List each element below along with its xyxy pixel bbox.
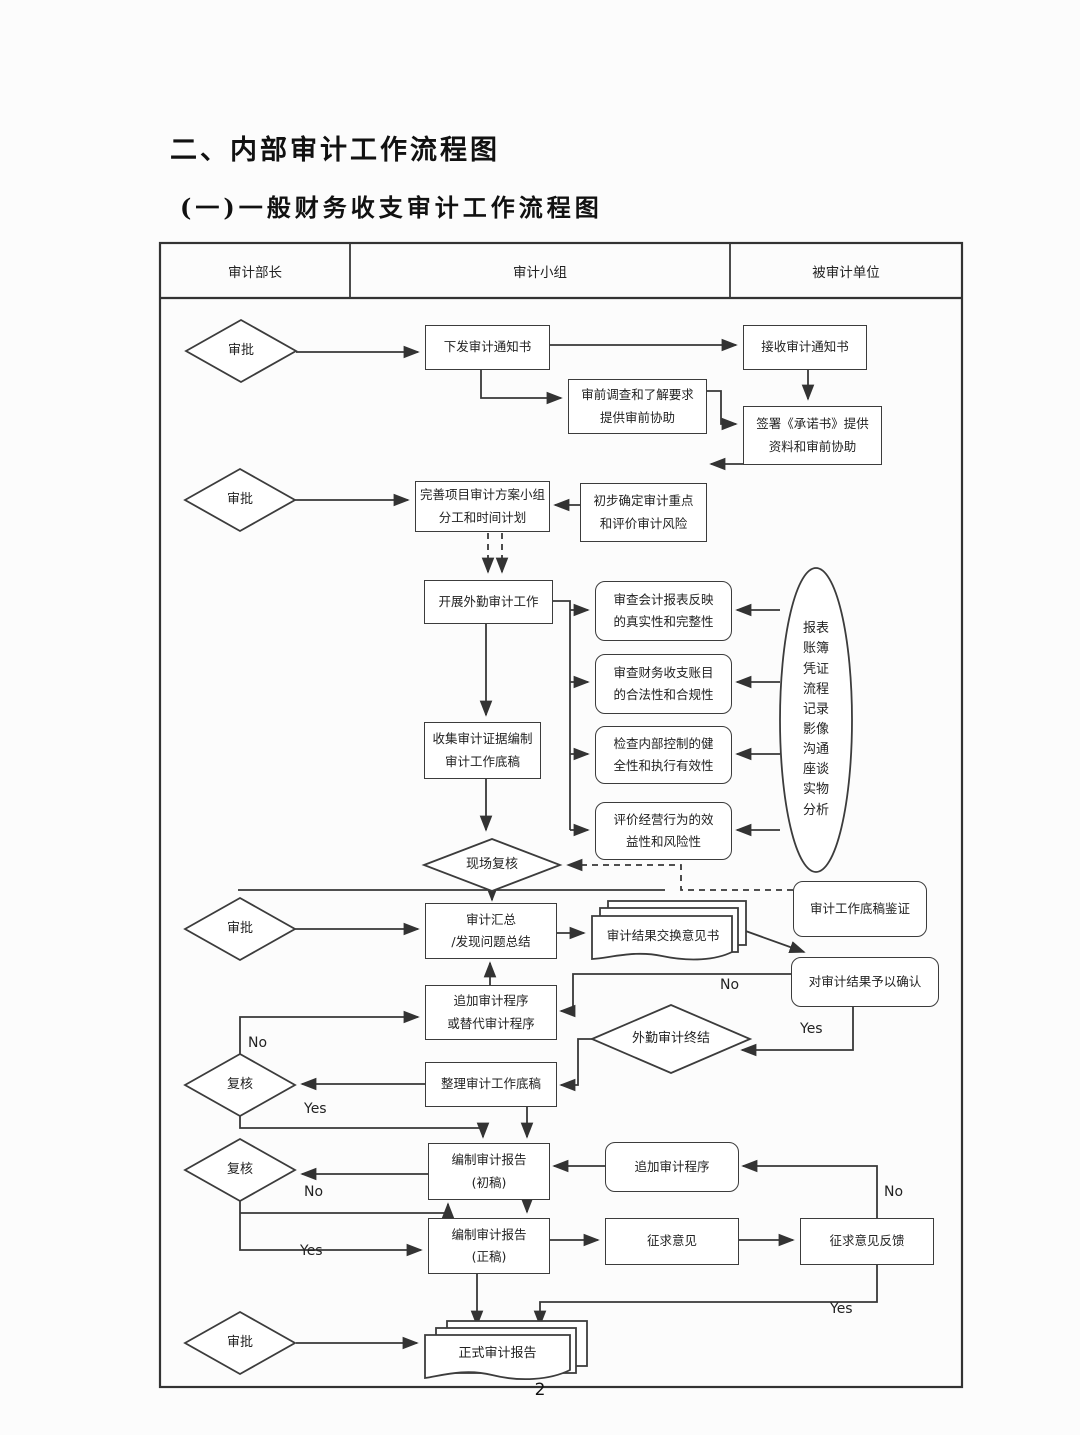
workpaper-attestation-box: 审计工作底稿鉴证 xyxy=(793,881,927,937)
edge-label-yes-confirm: Yes xyxy=(800,1021,823,1037)
onsite-review-diamond-label: 现场复核 xyxy=(465,856,518,872)
approve-diamond-3-label: 审批 xyxy=(226,920,253,936)
additional-procedures-box: 追加审计程序 或替代审计程序 xyxy=(425,985,557,1040)
confirm-results-box: 对审计结果予以确认 xyxy=(791,957,939,1007)
final-draft-report-box: 编制审计报告 (正稿) xyxy=(428,1218,550,1274)
subsection-title: (一)一般财务收支审计工作流程图 xyxy=(180,193,603,222)
edge-label-yes-review2: Yes xyxy=(300,1243,323,1259)
sign-commitment-box: 签署《承诺书》提供 资料和审前协助 xyxy=(743,406,882,465)
edge-label-yes-feedback: Yes xyxy=(830,1301,853,1317)
lane-header-audited-unit: 被审计单位 xyxy=(812,264,880,281)
approve-diamond-1 xyxy=(184,318,298,384)
collect-evidence-box: 收集审计证据编制 审计工作底稿 xyxy=(424,722,541,779)
approve-diamond-3 xyxy=(183,896,297,962)
review-statements-box: 审查会计报表反映 的真实性和完整性 xyxy=(595,581,732,641)
receive-audit-notice-box: 接收审计通知书 xyxy=(743,325,867,370)
approve-diamond-2-label: 审批 xyxy=(226,491,253,507)
review-diamond-1-label: 复核 xyxy=(226,1076,253,1092)
edge-label-no-review2: No xyxy=(304,1184,324,1200)
official-report-doc-label: 正式审计报告 xyxy=(458,1345,537,1361)
start-fieldwork-box: 开展外勤审计工作 xyxy=(424,580,553,624)
initial-audit-focus-box: 初步确定审计重点 和评价审计风险 xyxy=(580,483,707,542)
pre-audit-survey-box: 审前调查和了解要求 提供审前协助 xyxy=(568,379,707,434)
review-accounts-box: 审查财务收支账目 的合法性和合规性 xyxy=(595,654,732,714)
approve-diamond-1-label: 审批 xyxy=(227,342,254,358)
issue-audit-notice-box: 下发审计通知书 xyxy=(425,325,550,370)
fieldwork-end-diamond xyxy=(589,1004,753,1074)
approve-diamond-2 xyxy=(183,467,297,533)
edge-label-no-feedback: No xyxy=(884,1184,904,1200)
approve-diamond-4-label: 审批 xyxy=(226,1334,253,1350)
page-number: 2 xyxy=(534,1380,546,1400)
exchange-opinions-doc-label: 审计结果交换意见书 xyxy=(606,928,720,944)
flowchart-border xyxy=(158,241,964,1389)
organize-workpapers-box: 整理审计工作底稿 xyxy=(425,1062,557,1107)
lane-header-audit-minister: 审计部长 xyxy=(228,264,282,281)
approve-diamond-4 xyxy=(183,1310,297,1376)
exchange-opinions-doc-shape xyxy=(591,900,747,961)
edge-label-no-review1: No xyxy=(248,1035,268,1051)
opinion-feedback-box: 征求意见反馈 xyxy=(800,1218,934,1265)
fieldwork-end-diamond-label: 外勤审计终结 xyxy=(631,1030,710,1046)
audit-summary-box: 审计汇总 /发现问题总结 xyxy=(425,903,557,959)
solicit-opinions-box: 征求意见 xyxy=(605,1218,739,1265)
edge-label-no-confirm: No xyxy=(720,977,740,993)
evaluate-operations-box: 评价经营行为的效 益性和风险性 xyxy=(595,802,732,860)
onsite-review-diamond xyxy=(421,838,563,892)
official-report-doc-shape xyxy=(424,1320,588,1381)
section-title: 二、内部审计工作流程图 xyxy=(170,135,500,166)
evidence-sources-label: 报表 账簿 凭证 流程 记录 影像 沟通 座谈 实物 分析 xyxy=(802,621,829,818)
add-procedures-box: 追加审计程序 xyxy=(605,1142,739,1192)
edge-label-yes-review1: Yes xyxy=(304,1101,327,1117)
check-internal-control-box: 检查内部控制的健 全性和执行有效性 xyxy=(595,726,732,784)
review-diamond-1 xyxy=(183,1052,297,1118)
review-diamond-2 xyxy=(183,1137,297,1203)
lane-header-audit-team: 审计小组 xyxy=(513,264,567,281)
evidence-sources-ellipse xyxy=(779,567,853,873)
improve-audit-plan-box: 完善项目审计方案小组 分工和时间计划 xyxy=(415,481,550,532)
review-diamond-2-label: 复核 xyxy=(226,1161,253,1177)
draft-report-box: 编制审计报告 (初稿) xyxy=(428,1143,550,1200)
